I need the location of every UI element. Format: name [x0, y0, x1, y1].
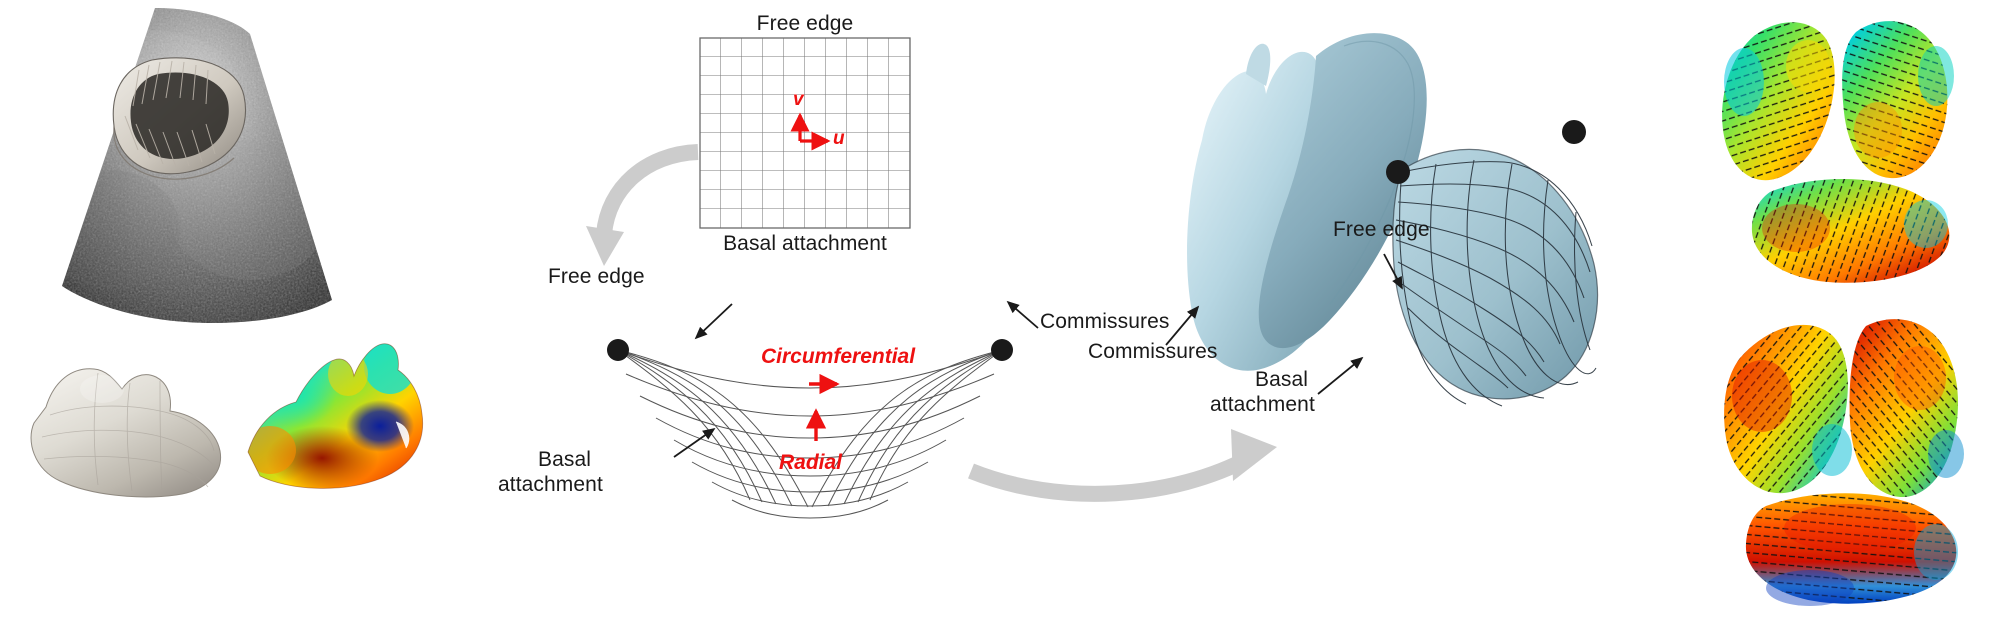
- c-free-edge-label: Free edge: [1333, 218, 1430, 241]
- c-commissures-label: Commissures: [1088, 340, 1218, 363]
- saddle-basal-leader: [640, 415, 730, 475]
- fibre-leaflet-lower-left: [1724, 324, 1852, 494]
- uv-axes: [790, 95, 880, 155]
- panel-fibre-map-bottom: [1700, 300, 1990, 606]
- panel-3d-leaflets: [1130, 20, 1610, 460]
- saddle-free-edge-leader: [660, 288, 790, 358]
- panel-valve-curvature-map: [230, 330, 470, 505]
- radial-arrow: [800, 395, 840, 449]
- c-basal-label-line1: Basal: [1255, 368, 1309, 391]
- segmented-valve-in-echo: [112, 57, 246, 180]
- circumferential-arrow: [803, 372, 863, 396]
- fibre-leaflet-lower-right: [1849, 319, 1964, 498]
- panel-echo-volume: [0, 0, 400, 330]
- grid-cells: [700, 38, 910, 228]
- grid-axis-v-label: v: [793, 89, 804, 110]
- c-commissures-leader: [1148, 295, 1218, 351]
- c-basal-leader: [1302, 348, 1382, 404]
- fibre-leaflet-lower-bottom: [1745, 493, 1958, 606]
- commissure-marker-right: [991, 339, 1013, 361]
- c-free-edge-leader: [1358, 248, 1428, 304]
- fibre-leaflet-lower: [1751, 178, 1950, 283]
- anterior-leaflet: [1258, 33, 1427, 349]
- panel-fibre-map-top: [1700, 10, 1990, 290]
- flow-arrow-top: [580, 140, 710, 270]
- saddle-radial-label: Radial: [779, 451, 843, 474]
- saddle-commissures-label: Commissures: [1040, 310, 1170, 333]
- panel-valve-mesh-grey: [10, 345, 240, 505]
- saddle-circumferential-label: Circumferential: [761, 345, 916, 368]
- flow-arrow-bottom: [965, 395, 1295, 505]
- fibre-leaflet-upper-left: [1722, 22, 1835, 181]
- meshed-leaflet: [1392, 148, 1599, 407]
- commissure-marker-left: [607, 339, 629, 361]
- saddle-commissures-leader: [990, 288, 1060, 348]
- c-basal-label-line2: attachment: [1210, 393, 1315, 416]
- commissure-marker-3d-right: [1562, 120, 1586, 144]
- saddle-basal-label-line1: Basal: [538, 448, 592, 471]
- commissure-marker-3d-left: [1386, 160, 1410, 184]
- saddle-free-edge-label: Free edge: [548, 265, 645, 288]
- grid-axis-u-label: u: [833, 128, 845, 149]
- parametric-grid: [699, 37, 911, 229]
- fibre-leaflet-upper-right: [1842, 21, 1954, 179]
- saddle-basal-label-line2: attachment: [498, 473, 603, 496]
- saddle-surface: [600, 330, 1020, 540]
- grid-top-label: Free edge: [756, 12, 854, 35]
- grid-bottom-label: Basal attachment: [723, 232, 887, 255]
